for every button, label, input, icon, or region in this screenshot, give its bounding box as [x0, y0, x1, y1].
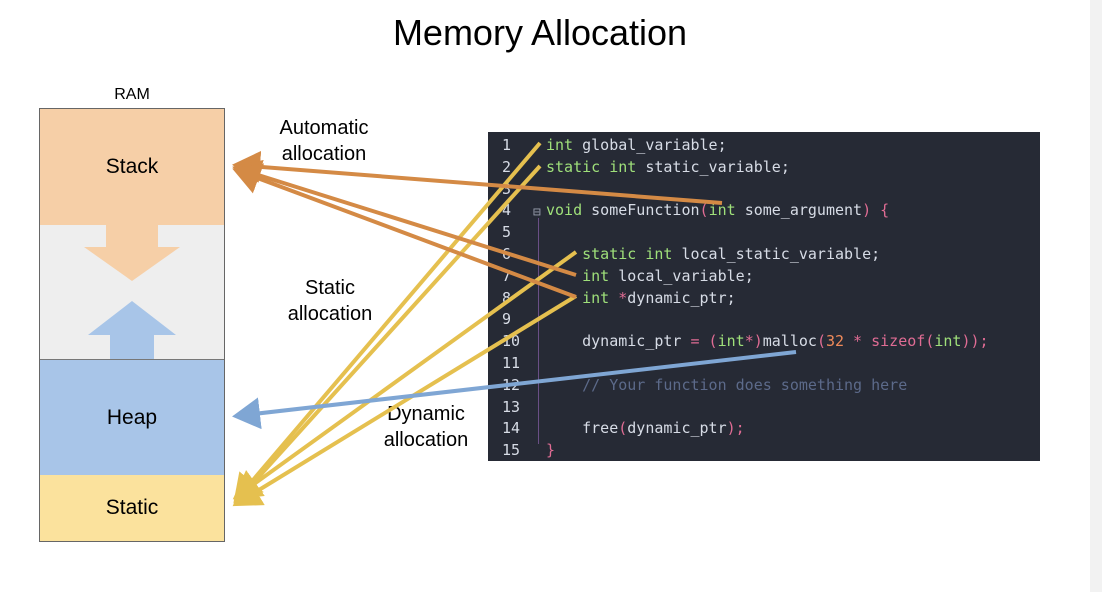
- static-label: Static: [105, 496, 159, 519]
- code-token: static_variable: [645, 157, 781, 176]
- code-token: [546, 267, 582, 285]
- code-token: );: [726, 419, 745, 438]
- code-token: local_static_variable: [681, 245, 872, 263]
- dynamic-allocation-label: Dynamic allocation: [383, 403, 469, 451]
- code-token: int: [582, 266, 619, 285]
- heap-growth-up-arrow-icon: [88, 301, 176, 359]
- static-allocation-label: Static allocation: [287, 277, 373, 325]
- code-token: malloc: [762, 332, 817, 351]
- code-token: dynamic_ptr: [582, 332, 691, 351]
- code-token: [546, 419, 582, 437]
- code-token: *): [744, 332, 763, 351]
- code-token: [546, 376, 582, 394]
- line-number: 3: [502, 179, 512, 198]
- code-token: ) {: [862, 201, 890, 220]
- code-text: }: [546, 440, 555, 462]
- code-token: = (: [690, 332, 718, 351]
- code-token: (: [618, 419, 628, 438]
- line-number: 4: [502, 201, 512, 220]
- code-token: int: [546, 136, 583, 154]
- code-text: int local_variable;: [546, 266, 754, 288]
- code-token: dynamic_ptr: [627, 288, 727, 307]
- static-segment: Static: [40, 475, 224, 541]
- line-number: 7: [502, 266, 512, 285]
- code-token: [546, 332, 582, 350]
- page-title: Memory Allocation: [392, 12, 688, 53]
- code-token: local_variable: [618, 266, 745, 285]
- code-text: int *dynamic_ptr;: [546, 288, 736, 310]
- line-number: 9: [502, 310, 512, 329]
- code-token: global_variable: [582, 136, 718, 154]
- code-token: ;: [871, 245, 881, 263]
- code-text: free(dynamic_ptr);: [546, 418, 745, 440]
- line-number: 6: [502, 245, 512, 263]
- code-token: }: [546, 441, 556, 460]
- code-token: ;: [744, 266, 754, 285]
- code-token: dynamic_ptr: [627, 419, 727, 438]
- code-token: int: [934, 332, 962, 351]
- code-token: int: [582, 288, 619, 307]
- ram-label: RAM: [114, 86, 150, 103]
- code-text: dynamic_ptr = (int*)malloc(32 * sizeof(i…: [546, 331, 989, 353]
- code-token: 32: [825, 332, 845, 351]
- code-text: // Your function does something here: [546, 375, 907, 397]
- heap-label: Heap: [106, 406, 158, 429]
- line-number: 5: [502, 223, 512, 242]
- line-number: 15: [502, 441, 521, 460]
- line-number: 2: [502, 157, 512, 176]
- code-text: static int static_variable;: [546, 157, 790, 179]
- code-token: int: [717, 332, 745, 351]
- code-token: *: [844, 332, 872, 351]
- code-token: (: [925, 332, 935, 351]
- code-token: static int: [582, 245, 682, 263]
- code-editor: ⊟ 1 int global_variable; 2 static int stati…: [488, 132, 1040, 461]
- heap-segment: Heap: [40, 359, 224, 477]
- code-token: (: [816, 332, 826, 351]
- code-token: [546, 289, 582, 307]
- code-text: void someFunction(int some_argument) {: [546, 200, 889, 222]
- code-token: sizeof: [871, 332, 926, 351]
- stack-label: Stack: [105, 155, 159, 178]
- line-number: 12: [502, 375, 521, 394]
- fold-icon[interactable]: ⊟: [533, 205, 541, 220]
- ram-block: Stack Heap Static: [39, 108, 225, 542]
- code-token: void: [546, 201, 592, 220]
- automatic-allocation-label: Automatic allocation: [279, 117, 369, 165]
- code-token: (: [699, 201, 709, 220]
- line-number: 1: [502, 136, 512, 154]
- stack-growth-down-arrow-icon: [84, 225, 180, 281]
- code-token: ;: [726, 288, 736, 307]
- code-token: int: [708, 201, 745, 220]
- code-token: // Your function does something here: [582, 375, 908, 394]
- line-number: 8: [502, 288, 512, 307]
- line-number: 14: [502, 419, 521, 438]
- code-token: static int: [546, 157, 646, 176]
- code-text: int global_variable;: [546, 135, 727, 157]
- code-token: [546, 245, 582, 263]
- scope-guide-line: [538, 218, 539, 444]
- code-token: someFunction: [591, 201, 700, 220]
- line-number: 10: [502, 332, 521, 351]
- code-token: free: [582, 419, 619, 438]
- code-token: ));: [961, 332, 989, 351]
- code-token: ;: [780, 157, 790, 176]
- code-token: some_argument: [744, 201, 863, 220]
- stack-segment: Stack: [40, 109, 224, 226]
- code-token: *: [618, 288, 628, 307]
- scrollbar-track[interactable]: [1090, 0, 1102, 592]
- code-text: static int local_static_variable;: [546, 244, 880, 266]
- line-number: 11: [502, 354, 521, 372]
- code-token: ;: [717, 136, 727, 154]
- line-number: 13: [502, 397, 521, 416]
